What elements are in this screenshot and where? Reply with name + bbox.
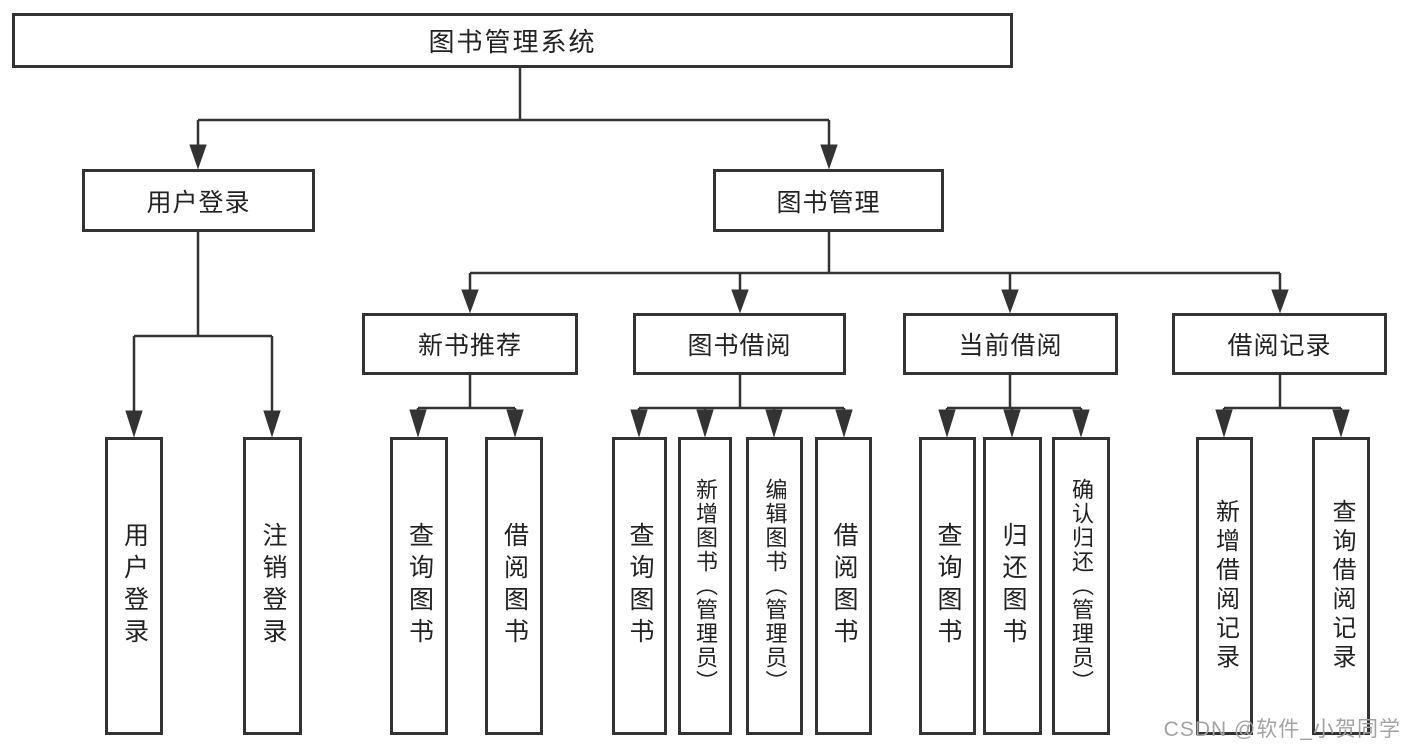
node-user-login: 用户登录 xyxy=(82,169,315,232)
node-root: 图书管理系统 xyxy=(12,13,1013,68)
leaf-return-books: 归还图书 xyxy=(983,437,1042,735)
node-borrow-records-label: 借阅记录 xyxy=(1227,332,1332,360)
node-book-borrow-label: 图书借阅 xyxy=(687,332,792,360)
node-root-label: 图书管理系统 xyxy=(428,27,597,57)
arrowhead xyxy=(263,410,281,438)
node-new-book-recommend: 新书推荐 xyxy=(362,313,578,375)
node-current-borrow: 当前借阅 xyxy=(903,313,1118,375)
arrowhead xyxy=(1271,289,1289,314)
node-book-borrow: 图书借阅 xyxy=(633,313,846,375)
arrowhead xyxy=(938,409,956,438)
leaf-query-borrow-record: 查询借阅记录 xyxy=(1312,437,1370,735)
node-user-login-label: 用户登录 xyxy=(146,188,251,217)
arrowhead xyxy=(189,144,207,170)
arrowhead xyxy=(835,409,853,438)
node-new-book-recommend-label: 新书推荐 xyxy=(417,332,522,360)
leaf-logout: 注销登录 xyxy=(243,437,302,735)
arrowhead xyxy=(125,410,143,438)
leaf-user-login: 用户登录 xyxy=(105,437,163,735)
arrowhead xyxy=(461,289,479,314)
node-book-mgmt-label: 图书管理 xyxy=(776,188,881,217)
arrowhead xyxy=(1001,289,1019,314)
arrowhead xyxy=(1332,409,1350,438)
leaf-borrow-books-recommend: 借阅图书 xyxy=(485,437,543,735)
arrowhead xyxy=(820,144,838,170)
leaf-query-books-recommend: 查询图书 xyxy=(390,437,448,735)
leaf-borrow-books: 借阅图书 xyxy=(815,437,872,735)
arrowhead xyxy=(696,409,714,438)
node-book-mgmt: 图书管理 xyxy=(713,169,944,232)
arrowhead xyxy=(765,409,783,438)
arrowhead xyxy=(506,409,524,438)
arrowhead xyxy=(1215,409,1233,438)
leaf-confirm-return-admin: 确认归还（管理员） xyxy=(1052,437,1110,735)
leaf-add-books-admin: 新增图书（管理员） xyxy=(678,437,732,735)
arrowhead xyxy=(731,289,749,314)
leaf-query-books-current: 查询图书 xyxy=(919,437,976,735)
leaf-add-borrow-record: 新增借阅记录 xyxy=(1196,437,1253,735)
leaf-edit-books-admin: 编辑图书（管理员） xyxy=(746,437,803,735)
arrowhead xyxy=(1072,409,1090,438)
leaf-query-books-borrow: 查询图书 xyxy=(612,437,667,735)
node-borrow-records: 借阅记录 xyxy=(1172,313,1387,375)
arrowhead xyxy=(630,409,648,438)
arrowhead xyxy=(1003,409,1021,438)
arrowhead xyxy=(409,409,427,438)
watermark: CSDN @软件_小贺同学 xyxy=(1163,718,1401,741)
node-current-borrow-label: 当前借阅 xyxy=(958,332,1063,360)
